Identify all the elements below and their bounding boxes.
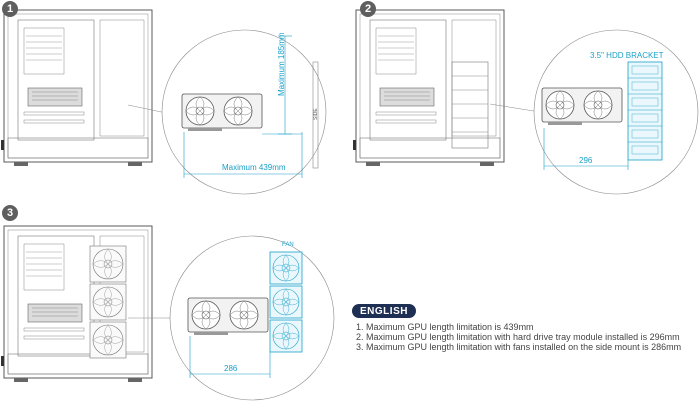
max-length-label: Maximum 439mm — [222, 163, 286, 172]
case-outline-1 — [0, 9, 153, 167]
language-badge: ENGLISH — [352, 304, 416, 318]
case-outline-2 — [352, 9, 505, 167]
case-outline-3 — [0, 225, 153, 383]
side-fan-2 — [269, 285, 303, 319]
side-fan-3 — [269, 319, 303, 353]
step-badge-2: 2 — [360, 1, 376, 17]
hdd-bracket-label: 3.5" HDD BRACKET — [590, 51, 664, 60]
side-panel-1 — [312, 61, 319, 169]
panel-3 — [0, 225, 335, 401]
note-3: 3. Maximum GPU length limitation with fa… — [356, 342, 682, 352]
length-296-label: 296 — [579, 156, 593, 165]
gpu-2 — [541, 87, 623, 126]
hdd-bracket — [627, 61, 663, 161]
note-1: 1. Maximum GPU length limitation is 439m… — [356, 322, 534, 332]
gpu-1 — [181, 93, 263, 132]
gpu-3 — [187, 297, 269, 336]
notes-list: 1. Maximum GPU length limitation is 439m… — [356, 322, 681, 352]
step-badge-1: 1 — [2, 1, 18, 17]
step-badge-3: 3 — [2, 205, 18, 221]
panel-2 — [352, 9, 699, 195]
side-fan-1 — [269, 251, 303, 285]
max-height-label: Maximum 185mm — [277, 32, 286, 96]
callout-line-2 — [489, 103, 541, 113]
side-label: SIDE — [313, 108, 319, 120]
fan-label: FAN — [282, 242, 294, 248]
length-286-label: 286 — [224, 364, 238, 373]
panel-1 — [0, 9, 327, 195]
note-2: 2. Maximum GPU length limitation with ha… — [356, 332, 680, 342]
